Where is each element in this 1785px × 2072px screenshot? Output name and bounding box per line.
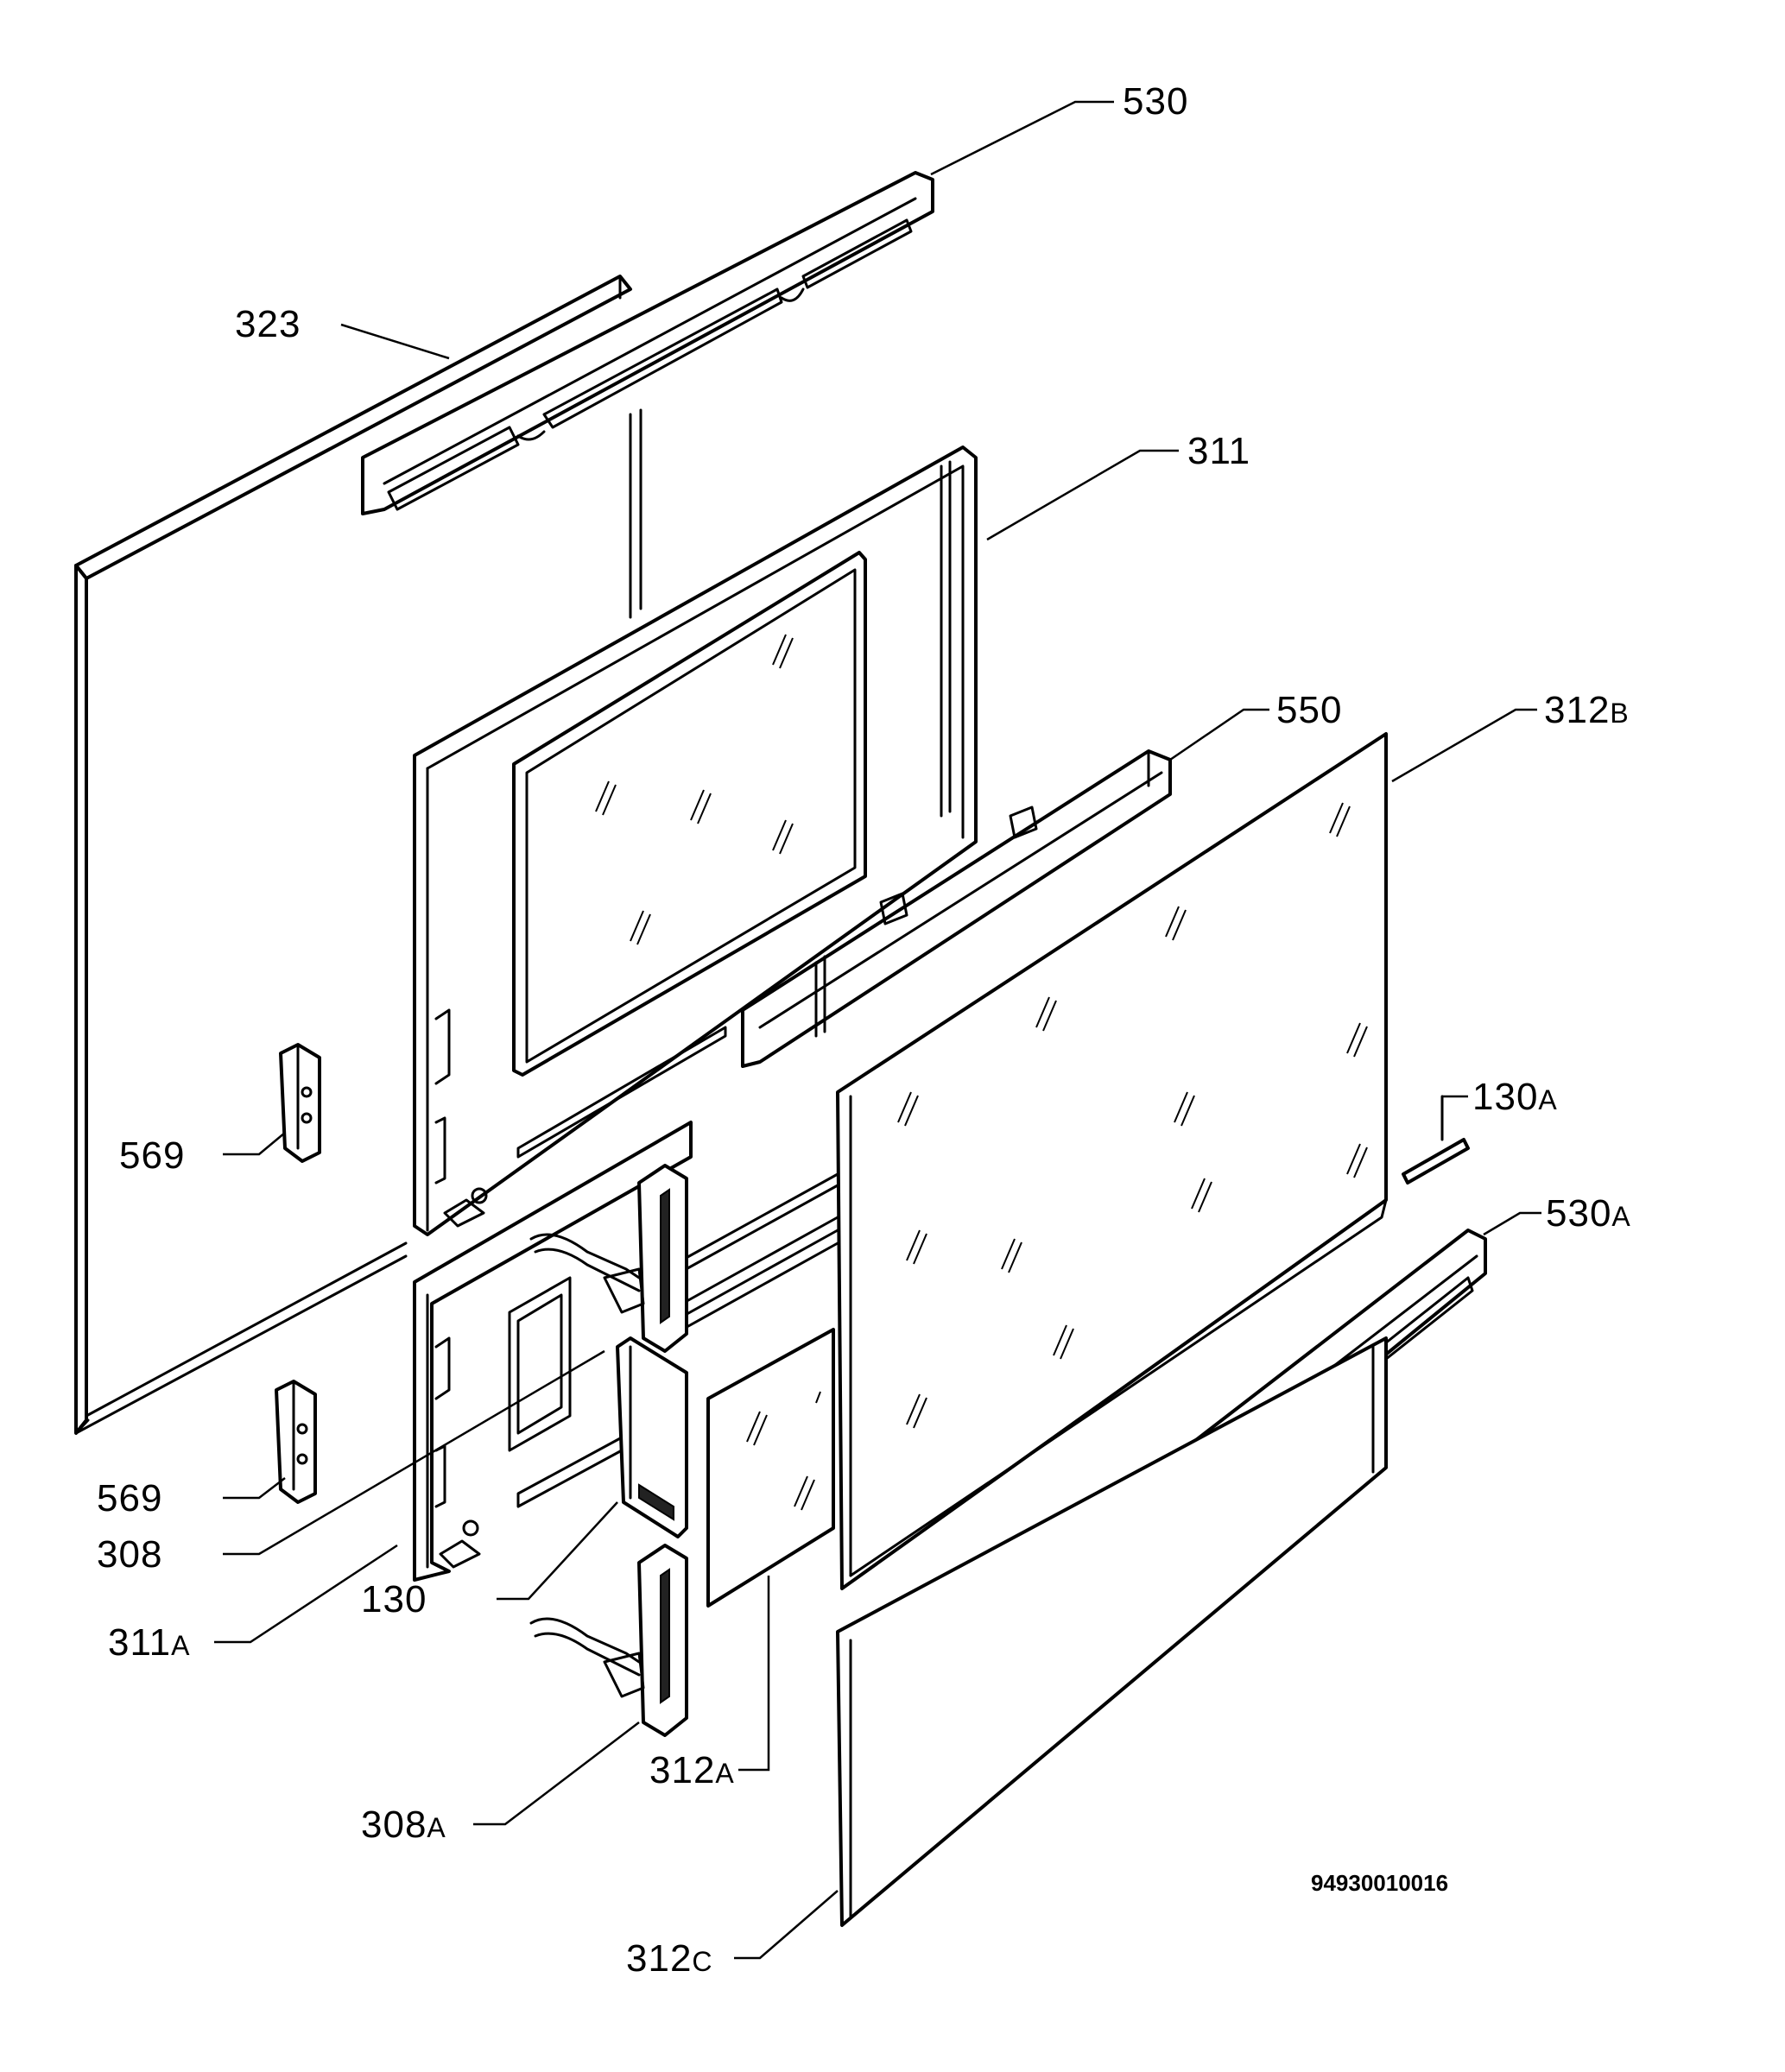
part-311-inner-frame	[413, 408, 978, 1236]
part-130a-pin	[1402, 1095, 1470, 1184]
callout-530a: 530A	[1546, 1192, 1631, 1235]
callout-312c: 312C	[626, 1937, 713, 1980]
part-312c-inner-glass	[836, 1336, 1388, 1927]
callout-530: 530	[1123, 80, 1188, 123]
part-130-strip	[616, 1336, 688, 1538]
callout-569-lower: 569	[97, 1477, 162, 1519]
callout-308: 308	[97, 1533, 162, 1576]
part-569-upper-bracket	[279, 1043, 321, 1163]
callout-323: 323	[235, 303, 301, 345]
callout-312a: 312A	[649, 1749, 735, 1791]
callout-130: 130	[361, 1578, 427, 1620]
callout-311: 311	[1187, 430, 1250, 472]
part-550-rail	[741, 749, 1172, 1068]
callout-569-upper: 569	[119, 1134, 185, 1177]
leader-lines	[214, 100, 1541, 1960]
part-530-top-trim	[361, 171, 934, 515]
callout-130a: 130A	[1472, 1076, 1558, 1118]
callout-312b: 312B	[1544, 689, 1630, 731]
part-312a-small-glass	[706, 1328, 835, 1608]
callout-308a: 308A	[361, 1804, 446, 1846]
callout-550: 550	[1276, 689, 1342, 731]
part-323-door-seal	[74, 275, 632, 1435]
part-569-lower-bracket	[275, 1380, 317, 1504]
part-308-hinge	[529, 1164, 688, 1353]
drawing-code: 94930010016	[1311, 1870, 1448, 1896]
callout-311a: 311A	[108, 1621, 191, 1664]
part-308a-hinge	[529, 1544, 688, 1737]
